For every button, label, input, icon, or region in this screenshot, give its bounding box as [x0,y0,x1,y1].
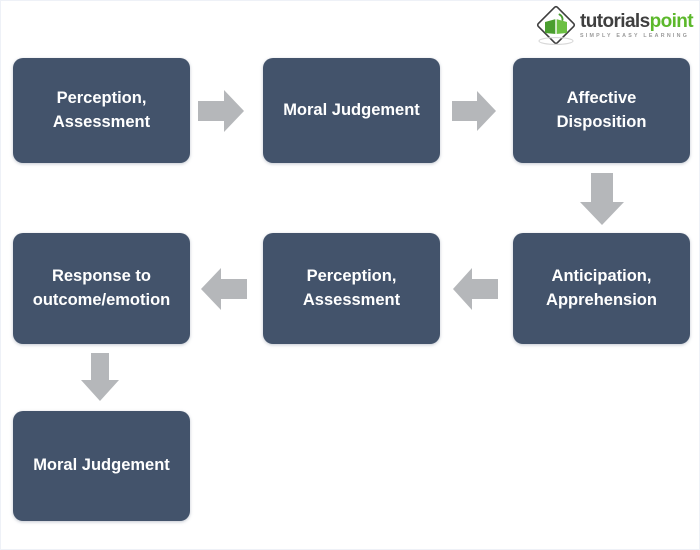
node-anticipation-apprehension[interactable]: Anticipation, Apprehension [513,233,690,344]
arrow-down-1 [579,173,625,225]
tutorialspoint-logo: tutorialspoint SIMPLY EASY LEARNING [534,4,694,48]
node-moral-judgement-2[interactable]: Moral Judgement [13,411,190,521]
node-perception-assessment-2[interactable]: Perception, Assessment [263,233,440,344]
node-moral-judgement-1[interactable]: Moral Judgement [263,58,440,163]
arrow-left-1 [453,267,498,311]
arrow-right-2 [452,90,496,132]
node-affective-disposition[interactable]: Affective Disposition [513,58,690,163]
arrow-down-2 [80,353,120,401]
logo-wordmark: tutorialspoint SIMPLY EASY LEARNING [580,11,694,40]
node-response-to-outcome-emotion[interactable]: Response to outcome/emotion [13,233,190,344]
node-perception-assessment-1[interactable]: Perception, Assessment [13,58,190,163]
logo-word-primary: tutorials [580,11,650,33]
open-book-diamond-icon [534,4,578,48]
arrow-right-1 [198,89,244,133]
logo-tagline: SIMPLY EASY LEARNING [580,33,690,40]
arrow-left-2 [201,267,247,311]
logo-word-accent: point [649,11,694,33]
